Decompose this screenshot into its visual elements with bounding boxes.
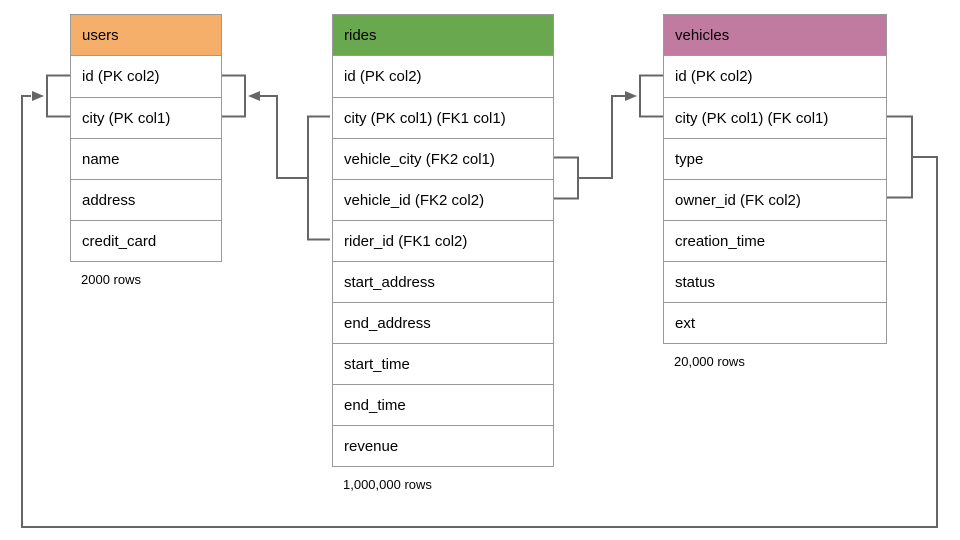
table-rows: id (PK col2)city (PK col1) (FK1 col1)veh… (333, 56, 553, 466)
table-header: vehicles (664, 15, 886, 56)
table-row: vehicle_city (FK2 col1) (333, 138, 553, 179)
table-title: users (82, 27, 119, 44)
table-title: vehicles (675, 27, 730, 44)
table-row: ext (664, 302, 886, 343)
row-count-label: 1,000,000 rows (343, 477, 432, 492)
table-row: vehicle_id (FK2 col2) (333, 179, 553, 220)
rides-right-bracket (553, 156, 579, 200)
relationship-rides-vehicles (553, 74, 663, 200)
table-row: rider_id (FK1 col2) (333, 220, 553, 261)
table-row: address (71, 179, 221, 220)
relationship-vehicles-users (21, 74, 938, 528)
table-row: end_time (333, 384, 553, 425)
table-row: city (PK col1) (FK1 col1) (333, 97, 553, 138)
users-left-bracket (46, 74, 70, 118)
table-row: id (PK col2) (71, 56, 221, 97)
rides-left-bracket (307, 115, 330, 241)
relationship-rides-users (222, 74, 330, 241)
table-rows: id (PK col2)city (PK col1) (FK col1)type… (664, 56, 886, 343)
table-title: rides (344, 27, 377, 44)
table-header: rides (333, 15, 553, 56)
table-row: status (664, 261, 886, 302)
table-row: city (PK col1) (FK col1) (664, 97, 886, 138)
vehicles-right-bracket (887, 115, 913, 199)
table-rides: rides id (PK col2)city (PK col1) (FK1 co… (332, 14, 554, 492)
table-row: credit_card (71, 220, 221, 261)
table-row: name (71, 138, 221, 179)
table-row: city (PK col1) (71, 97, 221, 138)
arrowhead-to-users-left (32, 91, 44, 101)
table-row: owner_id (FK col2) (664, 179, 886, 220)
table-row: id (PK col2) (333, 56, 553, 97)
row-count-label: 2000 rows (81, 272, 141, 287)
table-row: type (664, 138, 886, 179)
rides-vehicles-feeder (578, 95, 625, 179)
table-box: vehicles id (PK col2)city (PK col1) (FK … (663, 14, 887, 344)
table-row: id (PK col2) (664, 56, 886, 97)
rides-users-feeder (260, 95, 308, 179)
vehicles-users-loop (21, 95, 938, 528)
table-row: creation_time (664, 220, 886, 261)
table-box: rides id (PK col2)city (PK col1) (FK1 co… (332, 14, 554, 467)
row-count-label: 20,000 rows (674, 354, 745, 369)
arrowhead-to-vehicles-left (625, 91, 637, 101)
arrowhead-to-users-right (248, 91, 260, 101)
vehicles-left-bracket (639, 74, 663, 118)
users-right-bracket (222, 74, 246, 118)
table-row: end_address (333, 302, 553, 343)
table-header: users (71, 15, 221, 56)
table-row: start_address (333, 261, 553, 302)
table-row: revenue (333, 425, 553, 466)
table-vehicles: vehicles id (PK col2)city (PK col1) (FK … (663, 14, 887, 369)
table-row: start_time (333, 343, 553, 384)
